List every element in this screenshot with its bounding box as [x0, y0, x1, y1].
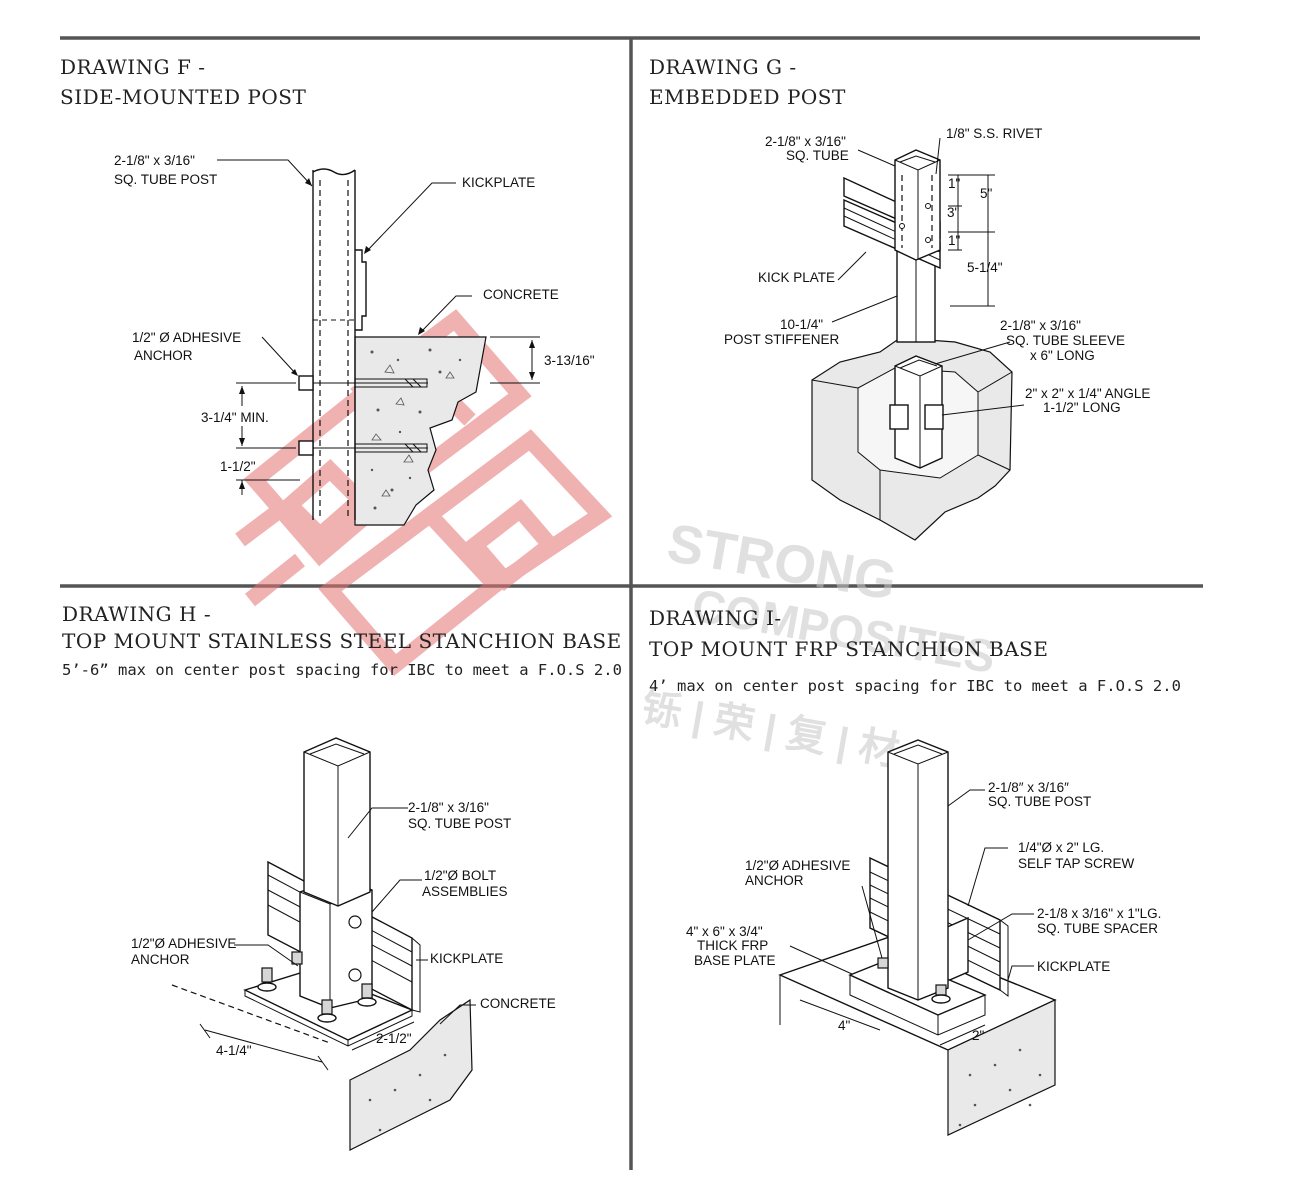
drawing-g-sleeve	[894, 355, 943, 469]
drawing-h-kickplate-label: KICKPLATE	[430, 951, 503, 966]
drawing-g-angle-label-1: 2" x 2" x 1/4" ANGLE	[1025, 386, 1150, 401]
drawing-h-note: 5’-6” max on center post spacing for IBC…	[62, 661, 622, 679]
drawing-g-tube-label-1: 2-1/8" x 3/16"	[765, 134, 846, 149]
drawing-i-screw-label-2: SELF TAP SCREW	[1018, 856, 1135, 871]
drawing-h-title-1: DRAWING H -	[62, 602, 211, 626]
drawing-g-dim-514: 5-1/4"	[967, 260, 1003, 275]
drawing-h-tube	[303, 737, 371, 907]
drawing-i-anchor-label-2: ANCHOR	[745, 873, 804, 888]
drawing-h-dimensions	[199, 1021, 415, 1071]
drawing-i-spacer-label-1: 2-1/8 x 3/16" x 1"LG.	[1037, 906, 1161, 921]
drawing-h-anchor-label-1: 1/2"Ø ADHESIVE	[131, 936, 236, 951]
drawing-f: DRAWING F - SIDE-MOUNTED POST	[60, 55, 595, 526]
drawing-f-concrete	[354, 336, 487, 526]
drawing-g-sleeve-label-1: 2-1/8" x 3/16"	[1000, 318, 1081, 333]
drawing-g-angle-label-2: 1-1/2" LONG	[1043, 400, 1121, 415]
drawing-g: DRAWING G - EMBEDDED POST	[649, 55, 1150, 541]
drawing-i-anchor-label-1: 1/2"Ø ADHESIVE	[745, 858, 850, 873]
drawing-g-stiffener-label-2: POST STIFFENER	[724, 332, 840, 347]
drawing-i-screw-label-1: 1/4"Ø x 2" LG.	[1018, 840, 1104, 855]
drawing-f-depth-dim: 3-13/16"	[544, 353, 595, 368]
drawing-f-title-2: SIDE-MOUNTED POST	[60, 85, 306, 109]
drawing-f-anchor-bolts	[298, 375, 428, 456]
drawing-f-tube-label-2: SQ. TUBE POST	[114, 172, 217, 187]
drawing-h: DRAWING H - TOP MOUNT STAINLESS STEEL ST…	[62, 602, 622, 1151]
drawing-g-title-2: EMBEDDED POST	[649, 85, 846, 109]
drawing-i-note: 4’ max on center post spacing for IBC to…	[649, 677, 1181, 695]
drawing-h-tube-label-1: 2-1/8" x 3/16"	[408, 800, 489, 815]
drawing-g-dim-1a: 1"	[948, 176, 961, 191]
drawing-i-tube-label-2: SQ. TUBE POST	[988, 794, 1091, 809]
drawing-i: DRAWING I- TOP MOUNT FRP STANCHION BASE …	[649, 606, 1181, 1136]
drawing-i-title-2: TOP MOUNT FRP STANCHION BASE	[649, 637, 1048, 661]
drawing-h-concrete-label: CONCRETE	[480, 996, 556, 1011]
drawing-h-title-2: TOP MOUNT STAINLESS STEEL STANCHION BASE	[62, 629, 622, 653]
drawing-h-bolt-label-1: 1/2"Ø BOLT	[424, 868, 496, 883]
drawing-i-tube-label-1: 2-1/8″ x 3/16″	[988, 780, 1069, 795]
drawing-i-plate-label-3: BASE PLATE	[694, 953, 776, 968]
drawing-g-sleeve-label-2: SQ. TUBE SLEEVE	[1006, 333, 1125, 348]
drawing-f-tube-label-1: 2-1/8" x 3/16"	[114, 153, 195, 168]
drawing-g-stiffener-label-1: 10-1/4"	[780, 317, 823, 332]
frame	[60, 36, 1203, 1170]
drawing-g-rivet-label: 1/8" S.S. RIVET	[946, 126, 1042, 141]
drawing-f-kickplate	[355, 249, 367, 331]
drawing-g-sleeve-label-3: x 6" LONG	[1030, 348, 1095, 363]
drawing-g-kickplate-label: KICK PLATE	[758, 270, 835, 285]
drawing-f-title-1: DRAWING F -	[60, 55, 206, 79]
drawing-h-anchor-label-2: ANCHOR	[131, 952, 190, 967]
drawing-h-bolt-label-2: ASSEMBLIES	[422, 884, 508, 899]
drawing-i-plate-label-1: 4" x 6" x 3/4"	[686, 924, 763, 939]
drawing-i-dim-short: 2"	[972, 1028, 985, 1043]
drawing-h-dim-long: 4-1/4"	[216, 1043, 252, 1058]
drawing-i-kickplate-label: KICKPLATE	[1037, 959, 1110, 974]
drawing-i-plate-label-2: THICK FRP	[697, 938, 768, 953]
drawing-f-concrete-label: CONCRETE	[483, 287, 559, 302]
drawing-i-spacer-label-2: SQ. TUBE SPACER	[1037, 921, 1158, 936]
drawing-g-dim-1b: 1"	[948, 233, 961, 248]
drawing-i-anchors	[877, 957, 951, 1004]
drawing-g-dim-5: 5"	[980, 186, 993, 201]
drawing-g-title-1: DRAWING G -	[649, 55, 797, 79]
drawing-h-anchor-studs	[257, 951, 377, 1023]
drawing-f-dimensions	[236, 336, 540, 495]
drawing-f-anchor-label-2: ANCHOR	[134, 348, 193, 363]
drawing-f-kickplate-label: KICKPLATE	[462, 175, 535, 190]
watermark-line3: 铄 | 荣 | 复 | 材	[638, 686, 902, 775]
drawing-f-spacing-dim: 3-1/4" MIN.	[201, 410, 269, 425]
drawing-i-title-1: DRAWING I-	[649, 606, 782, 630]
drawing-h-dim-short: 2-1/2"	[376, 1031, 412, 1046]
drawing-i-dimensions	[799, 999, 986, 1046]
drawing-i-dim-long: 4"	[838, 1018, 851, 1033]
drawing-f-concrete-texture	[370, 348, 462, 510]
drawing-f-anchor-label-1: 1/2" Ø ADHESIVE	[132, 330, 241, 345]
drawing-f-edge-dim: 1-1/2"	[220, 459, 256, 474]
drawing-h-tube-label-2: SQ. TUBE POST	[408, 816, 511, 831]
drawing-h-concrete	[349, 998, 473, 1151]
drawing-g-tube-label-2: SQ. TUBE	[786, 148, 849, 163]
drawing-g-dim-3: 3"	[947, 205, 960, 220]
drawing-g-dimensions	[948, 174, 995, 307]
